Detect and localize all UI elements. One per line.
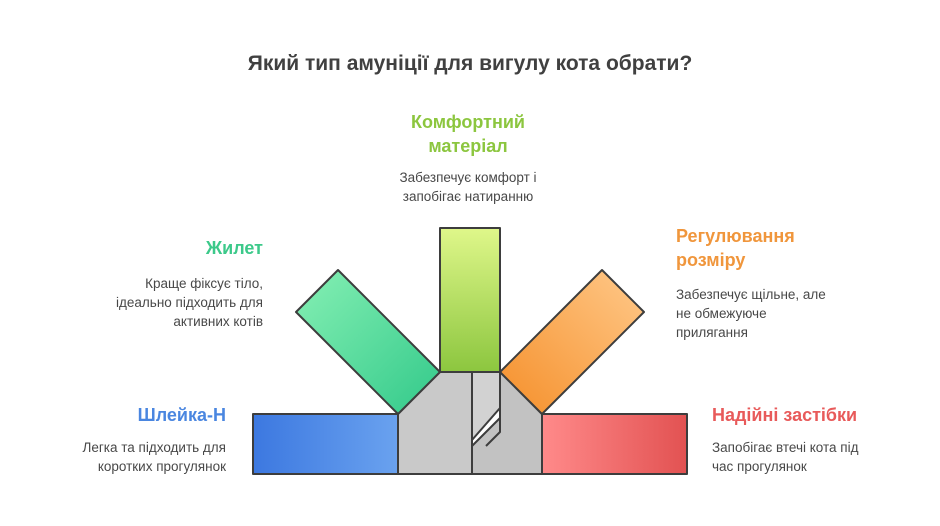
vest-description: Краще фіксує тіло, ідеально підходить дл…: [60, 274, 263, 331]
arm-buckles: [541, 413, 688, 475]
harness-heading-line-1: Шлейка-Н: [137, 405, 226, 425]
size-heading-line-1: Регулювання: [676, 226, 795, 246]
harness-description: Легка та підходить для коротких прогулян…: [40, 438, 227, 476]
buckles-desc-line-2: час прогулянок: [712, 459, 807, 474]
arm-comfort: [439, 227, 501, 373]
hub-fold-line: [485, 372, 501, 447]
buckles-description: Запобігає втечі кота під час прогулянок: [712, 438, 922, 476]
vest-heading-line-1: Жилет: [205, 238, 263, 258]
size-desc-line-2: не обмежуюче: [676, 306, 767, 321]
page-title: Який тип амуніції для вигулу кота обрати…: [247, 52, 693, 75]
buckles-heading-line-1: Надійні застібки: [712, 405, 858, 425]
comfort-heading-line-1: Комфортний: [411, 112, 525, 132]
buckles-heading: Надійні застібки: [712, 403, 922, 427]
comfort-desc-line-2: запобігає натиранню: [402, 189, 534, 204]
buckles-desc-line-1: Запобігає втечі кота під: [712, 440, 859, 455]
harness-desc-line-2: коротких прогулянок: [97, 459, 226, 474]
vest-desc-line-3: активних котів: [173, 314, 263, 329]
size-desc-line-3: прилягання: [676, 325, 748, 340]
vest-heading: Жилет: [60, 236, 263, 260]
size-heading: Регулювання розміру: [676, 224, 896, 272]
vest-desc-line-1: Краще фіксує тіло,: [145, 276, 263, 291]
arm-vest: [295, 269, 441, 415]
size-heading-line-2: розміру: [676, 250, 746, 270]
arm-harness: [252, 413, 399, 475]
harness-desc-line-1: Легка та підходить для: [82, 440, 227, 455]
size-desc-line-1: Забезпечує щільне, але: [676, 287, 826, 302]
vest-desc-line-2: ідеально підходить для: [116, 295, 263, 310]
comfort-heading-line-2: матеріал: [428, 136, 508, 156]
comfort-desc-line-1: Забезпечує комфорт і: [399, 170, 537, 185]
arm-size: [499, 269, 645, 415]
size-description: Забезпечує щільне, але не обмежуюче прил…: [676, 285, 896, 342]
harness-heading: Шлейка-Н: [40, 403, 226, 427]
comfort-description: Забезпечує комфорт і запобігає натиранню: [348, 168, 588, 206]
comfort-heading: Комфортний матеріал: [368, 110, 568, 158]
